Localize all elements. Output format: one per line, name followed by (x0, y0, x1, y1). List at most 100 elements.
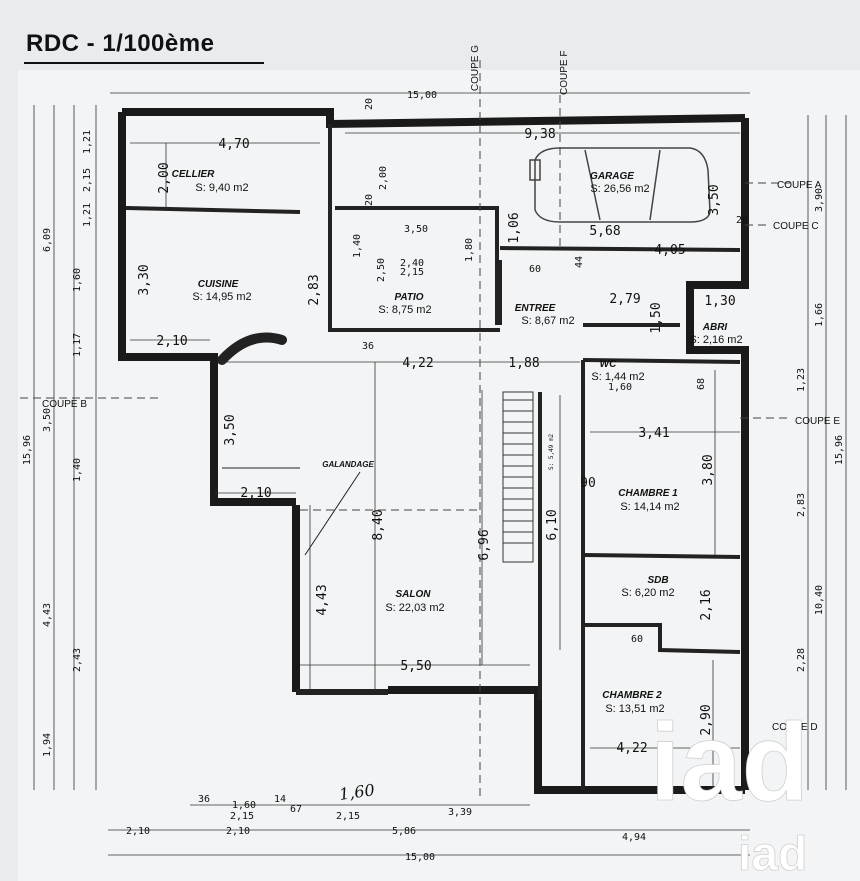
dimension-dim-422: 4,22 (402, 356, 433, 371)
dimension-bot-210a: 2,10 (126, 826, 150, 837)
room-area-entree: S: 8,67 m2 (521, 315, 574, 327)
dimension-garage-405: 4,05 (654, 243, 685, 258)
room-name-entree: ENTREE (515, 303, 556, 314)
dimension-bot-215b: 2,15 (336, 811, 360, 822)
dimension-dim-840: 8,40 (371, 509, 386, 540)
galandage-label: GALANDAGE (322, 460, 374, 469)
placard-area: S: 5,49 m2 (548, 433, 555, 470)
dimension-cuisine-h: 3,30 (137, 264, 152, 295)
room-name-cellier: CELLIER (172, 169, 216, 180)
dimension-left-609: 6,09 (42, 228, 53, 252)
cuisine-bar-counter (217, 332, 287, 365)
dimension-dim-210-top: 2,10 (156, 334, 187, 349)
dimension-wall20b: 20 (364, 194, 375, 206)
coupe-d-label: COUPE D (772, 722, 818, 733)
dimension-dim-68: 68 (696, 378, 707, 390)
dimension-right-228: 2,28 (796, 648, 807, 672)
room-area-patio: S: 8,75 m2 (378, 304, 431, 316)
dimension-right-166: 1,66 (814, 303, 825, 327)
iad-logo: iad iad (650, 701, 810, 881)
dimension-left-194: 1,94 (42, 733, 53, 757)
dimension-left-243: 2,43 (72, 648, 83, 672)
section-lines (20, 60, 790, 800)
dimension-bot-215a: 2,15 (230, 811, 254, 822)
dimension-cellier-h: 2,00 (157, 162, 172, 193)
dimension-dim-44: 44 (574, 256, 585, 268)
dimension-bot-1500: 15,00 (405, 852, 435, 863)
dimension-bot-14: 14 (274, 794, 286, 805)
dimension-right-123: 1,23 (796, 368, 807, 392)
dimension-patio-140: 1,40 (352, 234, 363, 258)
room-name-patio: PATIO (394, 292, 423, 303)
handwritten-note: 1,60 (338, 780, 376, 804)
dimension-dim-90: 90 (580, 476, 596, 491)
interior-walls (125, 124, 741, 790)
exterior-walls (118, 108, 749, 794)
dimension-left-121a: 1,21 (82, 130, 93, 154)
room-area-cuisine: S: 14,95 m2 (192, 291, 251, 303)
dimension-bot-494: 4,94 (622, 832, 646, 843)
dimension-overall: 15,00 (407, 90, 437, 101)
dimension-dim-60b: 60 (631, 634, 643, 645)
dimension-left-117: 1,17 (72, 333, 83, 357)
dimension-left-215: 2,15 (82, 168, 93, 192)
dimension-dim-350: 3,50 (223, 414, 238, 445)
dimension-dim-610: 6,10 (545, 509, 560, 540)
dimension-dim-696: 6,96 (477, 529, 492, 560)
dimension-dim-443: 4,43 (315, 584, 330, 615)
room-name-cuisine: CUISINE (198, 279, 239, 290)
dimension-garage-w: 9,38 (524, 127, 555, 142)
dimension-dim-341: 3,41 (638, 426, 669, 441)
room-name-chambre2: CHAMBRE 2 (602, 690, 662, 701)
dimension-bot-210b: 2,10 (226, 826, 250, 837)
dimension-right-390: 3,90 (814, 188, 825, 212)
dimension-dim-210-mid: 2,10 (240, 486, 271, 501)
dimension-bot-586: 5,86 (392, 826, 416, 837)
dimension-dim-550: 5,50 (400, 659, 431, 674)
dimension-patio-240: 2,40 (400, 258, 424, 269)
dimension-left-140: 1,40 (72, 458, 83, 482)
dimension-patio-w: 3,50 (404, 224, 428, 235)
room-name-garage: GARAGE (590, 171, 634, 182)
coupe-b-label: COUPE B (42, 399, 87, 410)
room-area-chambre1: S: 14,14 m2 (620, 501, 679, 513)
dimension-dim-60a: 60 (529, 264, 541, 275)
room-area-sdb: S: 6,20 m2 (621, 587, 674, 599)
iad-logo-small: iad (738, 828, 807, 881)
coupe-f-label: COUPE F (559, 51, 570, 95)
room-area-garage: S: 26,56 m2 (590, 183, 649, 195)
dimension-right-1596: 15,96 (834, 435, 845, 465)
plan-title: RDC - 1/100ème (26, 30, 215, 57)
room-area-salon: S: 22,03 m2 (385, 602, 444, 614)
dimension-wall20a: 20 (364, 98, 375, 110)
room-name-abri: ABRI (702, 322, 728, 333)
iad-logo-large: iad (650, 701, 809, 824)
room-area-chambre2: S: 13,51 m2 (605, 703, 664, 715)
dimension-bot-67: 67 (290, 804, 302, 815)
dimension-patio-250: 2,50 (376, 258, 387, 282)
dimension-dim-216: 2,16 (699, 589, 714, 620)
title-underline (24, 62, 264, 64)
dimension-bot-339: 3,39 (448, 807, 472, 818)
dimension-right-283: 2,83 (796, 493, 807, 517)
dimension-abri-150: 1,50 (649, 302, 664, 333)
dimension-lines (33, 92, 847, 856)
dimension-garage-20: 20 (736, 215, 748, 226)
car-outline (529, 147, 711, 223)
room-name-sdb: SDB (647, 575, 668, 586)
room-area-abri: S: 2,16 m2 (689, 334, 742, 346)
coupe-a-label: COUPE A (777, 180, 822, 191)
dimension-mid-h: 2,00 (378, 166, 389, 190)
dimension-bot-160: 1,60 (232, 800, 256, 811)
room-name-salon: SALON (396, 589, 432, 600)
dimension-left-1596: 15,96 (22, 435, 33, 465)
dimension-garage-inner: 5,68 (589, 224, 620, 239)
dimension-dim-422-b: 4,22 (616, 741, 647, 756)
dimension-dim-36: 36 (362, 341, 374, 352)
room-area-cellier: S: 9,40 m2 (195, 182, 248, 194)
room-name-wc: WC (600, 359, 617, 370)
dimension-entree-h: 1,06 (507, 212, 522, 243)
